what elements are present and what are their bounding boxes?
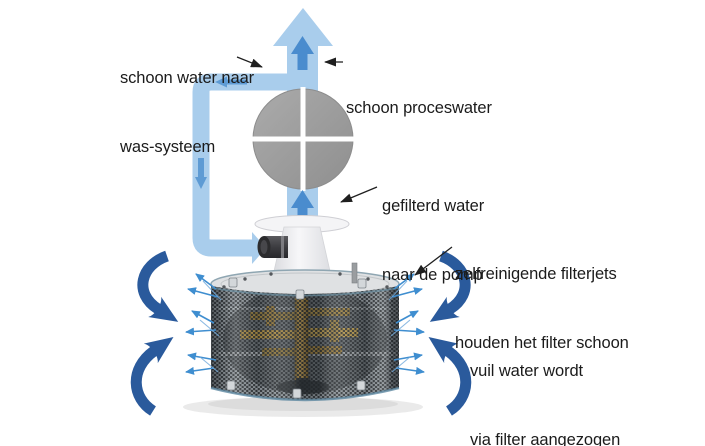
flow-down-arrow-icon xyxy=(195,158,207,189)
jet-spray-right-bottom xyxy=(391,352,425,375)
jet-spray-right-top xyxy=(388,273,423,301)
label-line: was-systeem xyxy=(120,138,216,156)
jet-spray-left-mid xyxy=(185,310,220,337)
leader-filterjets xyxy=(414,246,453,276)
suction-arrow-right-top-icon xyxy=(429,250,471,322)
label-line: gefilterd water xyxy=(382,197,485,215)
basket-bottom-rim xyxy=(210,386,400,402)
label-line: zelfreinigende filterjets xyxy=(455,265,617,283)
inner-up-arrow-bottom-icon xyxy=(291,190,314,218)
leader-wash-system xyxy=(236,56,263,68)
label-line: vuil water wordt xyxy=(470,362,584,380)
label-line: via filter aangezogen xyxy=(470,431,621,446)
label-wash-system: schoon water naar was-systeem xyxy=(120,21,254,205)
basket-drum xyxy=(211,286,399,400)
label-line: schoon proceswater xyxy=(346,99,492,117)
filter-basket xyxy=(210,262,400,402)
leader-lines xyxy=(236,56,453,276)
label-filterjets: zelfreinigende filterjets houden het fil… xyxy=(455,217,629,401)
jet-spray-left-bottom xyxy=(185,352,219,375)
label-line: houden het filter schoon xyxy=(455,334,629,352)
label-line: naar de pomp xyxy=(382,266,483,284)
lid-pin xyxy=(351,262,358,284)
suction-arrows xyxy=(130,250,472,416)
suction-arrow-right-bottom-icon xyxy=(428,336,472,416)
suction-arrow-left-bottom-icon xyxy=(130,336,174,416)
label-dirty-water: vuil water wordt via filter aangezogen xyxy=(470,314,620,446)
label-process-water: schoon proceswater xyxy=(346,51,492,166)
inner-up-arrow-top-icon xyxy=(291,36,314,70)
suction-arrow-left-top-icon xyxy=(137,250,179,322)
flow-left-arrow-icon xyxy=(215,76,247,88)
main-up-arrow-icon xyxy=(273,8,333,46)
mesh-clips xyxy=(226,277,367,399)
floor-shadow xyxy=(183,397,423,417)
jet-spray-left-top xyxy=(187,273,222,301)
basket-top-rim xyxy=(210,287,400,297)
pump-volute xyxy=(251,87,355,191)
filterjet-sprays xyxy=(185,273,425,375)
inlet-nozzle xyxy=(257,236,288,258)
jet-spray-right-mid xyxy=(390,310,425,337)
leader-filtered-water xyxy=(340,186,378,203)
loop-flow-arrows xyxy=(195,76,247,189)
label-filtered-water: gefilterd water naar de pomp xyxy=(382,149,484,333)
label-line: schoon water naar xyxy=(120,69,255,87)
main-flow-arrows xyxy=(291,36,314,218)
